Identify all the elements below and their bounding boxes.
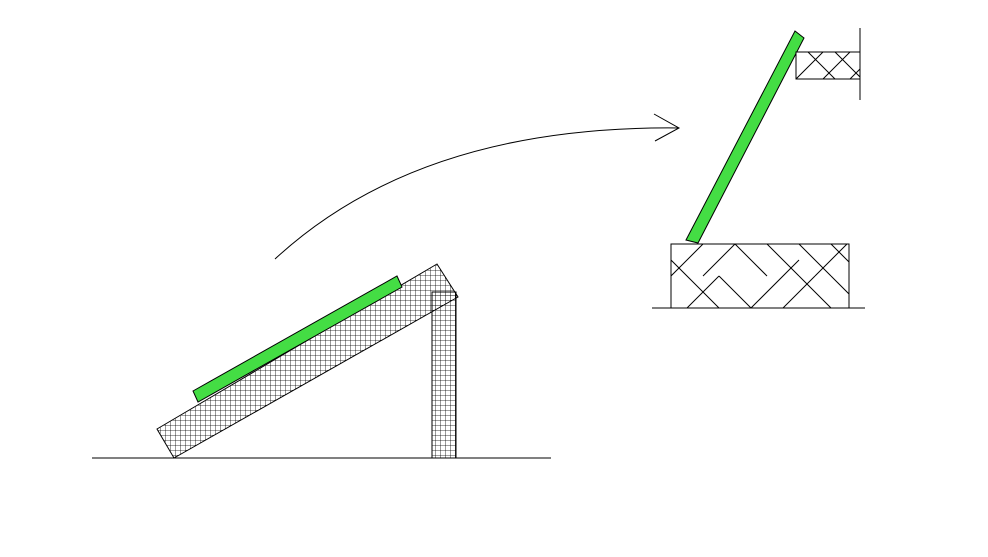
solar-panel-steep [685, 30, 805, 244]
left-assembly [92, 263, 551, 459]
vertical-support-post [431, 291, 457, 459]
brick-base-block [670, 243, 850, 309]
curved-transition-arrow [274, 113, 681, 260]
inclined-frame-beam [156, 263, 459, 459]
right-assembly [652, 28, 865, 309]
wall-bracket [795, 51, 861, 80]
solar-panel-tilted [192, 275, 403, 403]
